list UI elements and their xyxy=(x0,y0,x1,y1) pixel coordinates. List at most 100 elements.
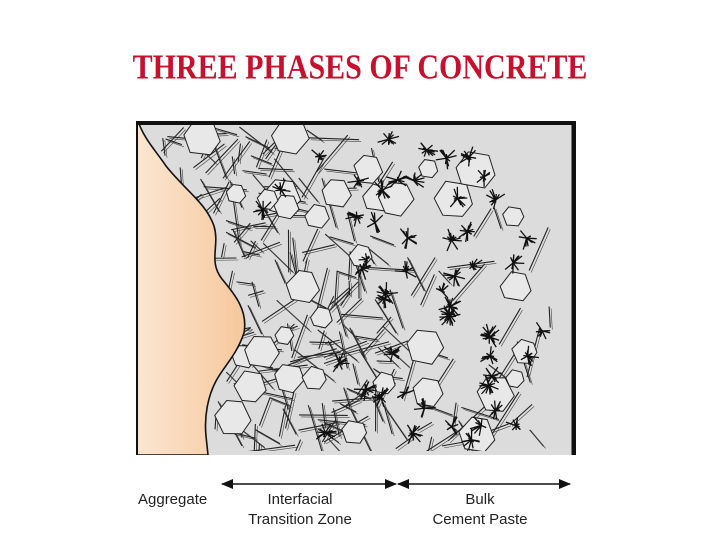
needle-crystal-edge xyxy=(227,222,253,232)
hexagonal-grain xyxy=(225,183,247,204)
csh-fiber xyxy=(471,439,480,442)
needle-crystal xyxy=(452,263,486,301)
csh-fiber xyxy=(510,257,514,264)
csh-fiber xyxy=(381,180,384,190)
needle-crystal xyxy=(461,406,500,420)
needle-crystal-edge xyxy=(241,128,275,155)
needle-crystal-edge xyxy=(263,300,298,324)
csh-fiber xyxy=(373,393,382,399)
csh-fiber xyxy=(489,336,496,340)
csh-fiber xyxy=(441,287,447,292)
needle-crystal-edge xyxy=(224,143,253,181)
csh-fiber xyxy=(445,158,449,170)
needle-crystal-edge xyxy=(223,245,227,260)
needle-crystal xyxy=(341,341,390,356)
needle-crystal-edge xyxy=(372,237,397,248)
needle-crystal-edge xyxy=(475,210,494,239)
csh-fiber xyxy=(334,352,340,364)
needle-crystal xyxy=(473,208,492,237)
needle-crystal-edge xyxy=(195,145,227,170)
csh-fiber xyxy=(483,374,492,377)
needle-crystal-edge xyxy=(500,309,523,347)
csh-fiber xyxy=(407,432,414,437)
csh-fiber xyxy=(376,291,387,295)
csh-fiber xyxy=(345,215,357,220)
needle-crystal-edge xyxy=(227,233,258,251)
needle-crystal-edge xyxy=(271,399,292,408)
needle-crystal-edge xyxy=(234,434,258,441)
csh-fiber xyxy=(465,231,469,243)
needle-crystal-edge xyxy=(349,215,357,244)
csh-fiber xyxy=(257,205,264,211)
needle-crystal-edge xyxy=(422,276,437,308)
csh-fiber xyxy=(396,179,407,187)
needle-crystal xyxy=(260,211,280,241)
csh-fiber xyxy=(462,439,472,447)
needle-crystal xyxy=(417,421,433,432)
csh-fiber xyxy=(324,424,332,433)
csh-fiber xyxy=(262,201,272,211)
csh-fiber xyxy=(412,432,416,437)
itz-label-line2: Transition Zone xyxy=(248,511,352,528)
needle-crystal xyxy=(374,299,397,334)
csh-fiber xyxy=(488,382,496,386)
csh-fiber xyxy=(435,157,447,161)
csh-fiber xyxy=(539,330,543,338)
needle-crystal xyxy=(265,144,277,160)
needle-crystal-edge xyxy=(431,432,461,451)
csh-fiber xyxy=(527,355,534,362)
needle-crystal xyxy=(222,141,251,179)
needle-crystal xyxy=(382,402,393,435)
csh-fiber xyxy=(480,333,491,338)
needle-crystal-edge xyxy=(343,343,392,357)
csh-fiber xyxy=(479,382,490,386)
csh-fiber xyxy=(520,355,528,361)
csh-fiber xyxy=(471,266,475,271)
needle-crystal xyxy=(225,231,256,249)
needle-crystal-edge xyxy=(239,145,243,165)
needle-crystal-edge xyxy=(530,229,551,273)
csh-fiber xyxy=(404,260,407,272)
needle-crystal-edge xyxy=(376,301,399,336)
csh-fiber xyxy=(383,132,390,140)
csh-fiber xyxy=(386,176,398,181)
needle-crystal-edge xyxy=(300,179,321,204)
csh-fiber xyxy=(461,439,472,443)
needle-crystal-edge xyxy=(384,406,410,442)
csh-fiber xyxy=(438,288,443,292)
needle-crystal-edge xyxy=(244,172,269,177)
needle-crystal-edge xyxy=(252,242,265,254)
csh-fiber xyxy=(418,147,427,151)
needle-crystal xyxy=(329,236,354,245)
needle-crystal xyxy=(205,138,239,174)
microstructure-svg xyxy=(135,120,577,456)
csh-fiber xyxy=(486,194,497,201)
csh-fiber xyxy=(491,188,497,201)
csh-fiber xyxy=(280,189,287,198)
csh-fiber xyxy=(405,238,409,249)
needle-crystal xyxy=(295,439,302,451)
needle-crystal-edge xyxy=(463,409,502,422)
csh-fiber xyxy=(421,149,428,154)
needle-crystal-edge xyxy=(249,307,264,337)
needle-crystal xyxy=(354,262,366,292)
needle-crystal-edge xyxy=(217,130,240,138)
needle-crystal-edge xyxy=(376,342,411,356)
csh-fiber xyxy=(381,138,389,146)
csh-fiber xyxy=(512,254,515,263)
needle-crystal-edge xyxy=(454,404,459,428)
csh-fiber xyxy=(519,230,528,239)
csh-fiber xyxy=(394,270,406,273)
csh-fiber xyxy=(469,156,477,159)
needle-crystal xyxy=(285,391,295,429)
csh-fiber xyxy=(412,427,417,434)
csh-fiber xyxy=(457,195,462,200)
zone-labels: Aggregate Interfacial Transition Zone Bu… xyxy=(130,470,580,535)
csh-fiber xyxy=(442,237,452,241)
csh-fiber xyxy=(407,234,413,239)
needle-crystal xyxy=(247,290,264,296)
needle-crystal-edge xyxy=(430,438,434,451)
hexagonal-grain xyxy=(309,306,333,329)
needle-crystal-edge xyxy=(378,362,395,364)
csh-fiber xyxy=(453,269,457,277)
